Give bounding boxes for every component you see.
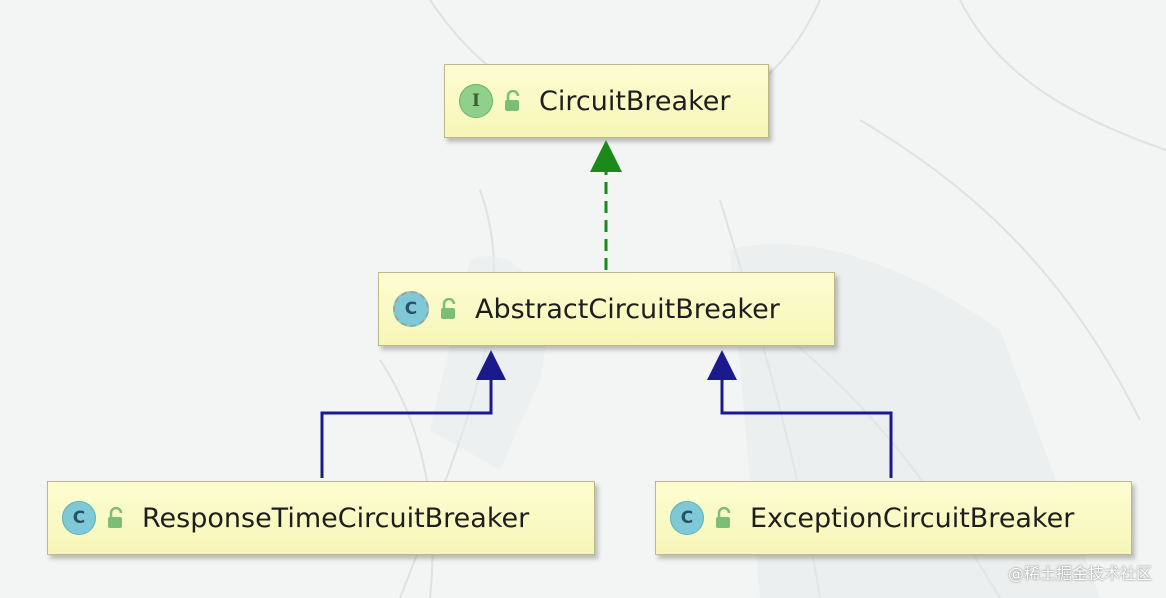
node-response-time-circuit-breaker[interactable]: C ResponseTimeCircuitBreaker: [47, 481, 595, 555]
node-label: CircuitBreaker: [539, 85, 731, 117]
class-icon: C: [670, 501, 704, 535]
extends-arrowhead-response-time: [476, 350, 506, 380]
unlock-icon: [716, 507, 731, 528]
extends-edge-exception: [707, 350, 893, 478]
class-icon: C: [62, 501, 96, 535]
node-label: ResponseTimeCircuitBreaker: [142, 502, 530, 534]
unlock-icon: [108, 507, 123, 528]
extends-line-response-time: [320, 380, 493, 478]
extends-line-exception: [720, 380, 893, 478]
interface-icon: I: [459, 84, 493, 118]
implements-edge: [590, 140, 622, 270]
implements-arrowhead: [590, 140, 622, 172]
unlock-icon: [441, 298, 456, 319]
node-label: AbstractCircuitBreaker: [475, 293, 780, 325]
extends-edge-response-time: [320, 350, 506, 478]
node-exception-circuit-breaker[interactable]: C ExceptionCircuitBreaker: [655, 481, 1132, 555]
abstract-class-icon: C: [393, 291, 429, 327]
node-abstract-circuit-breaker[interactable]: C AbstractCircuitBreaker: [378, 272, 835, 346]
node-label: ExceptionCircuitBreaker: [750, 502, 1075, 534]
extends-arrowhead-exception: [707, 350, 737, 380]
unlock-icon: [505, 90, 520, 111]
watermark: @稀土掘金技术社区: [1007, 564, 1152, 583]
node-circuit-breaker[interactable]: I CircuitBreaker: [444, 64, 769, 138]
